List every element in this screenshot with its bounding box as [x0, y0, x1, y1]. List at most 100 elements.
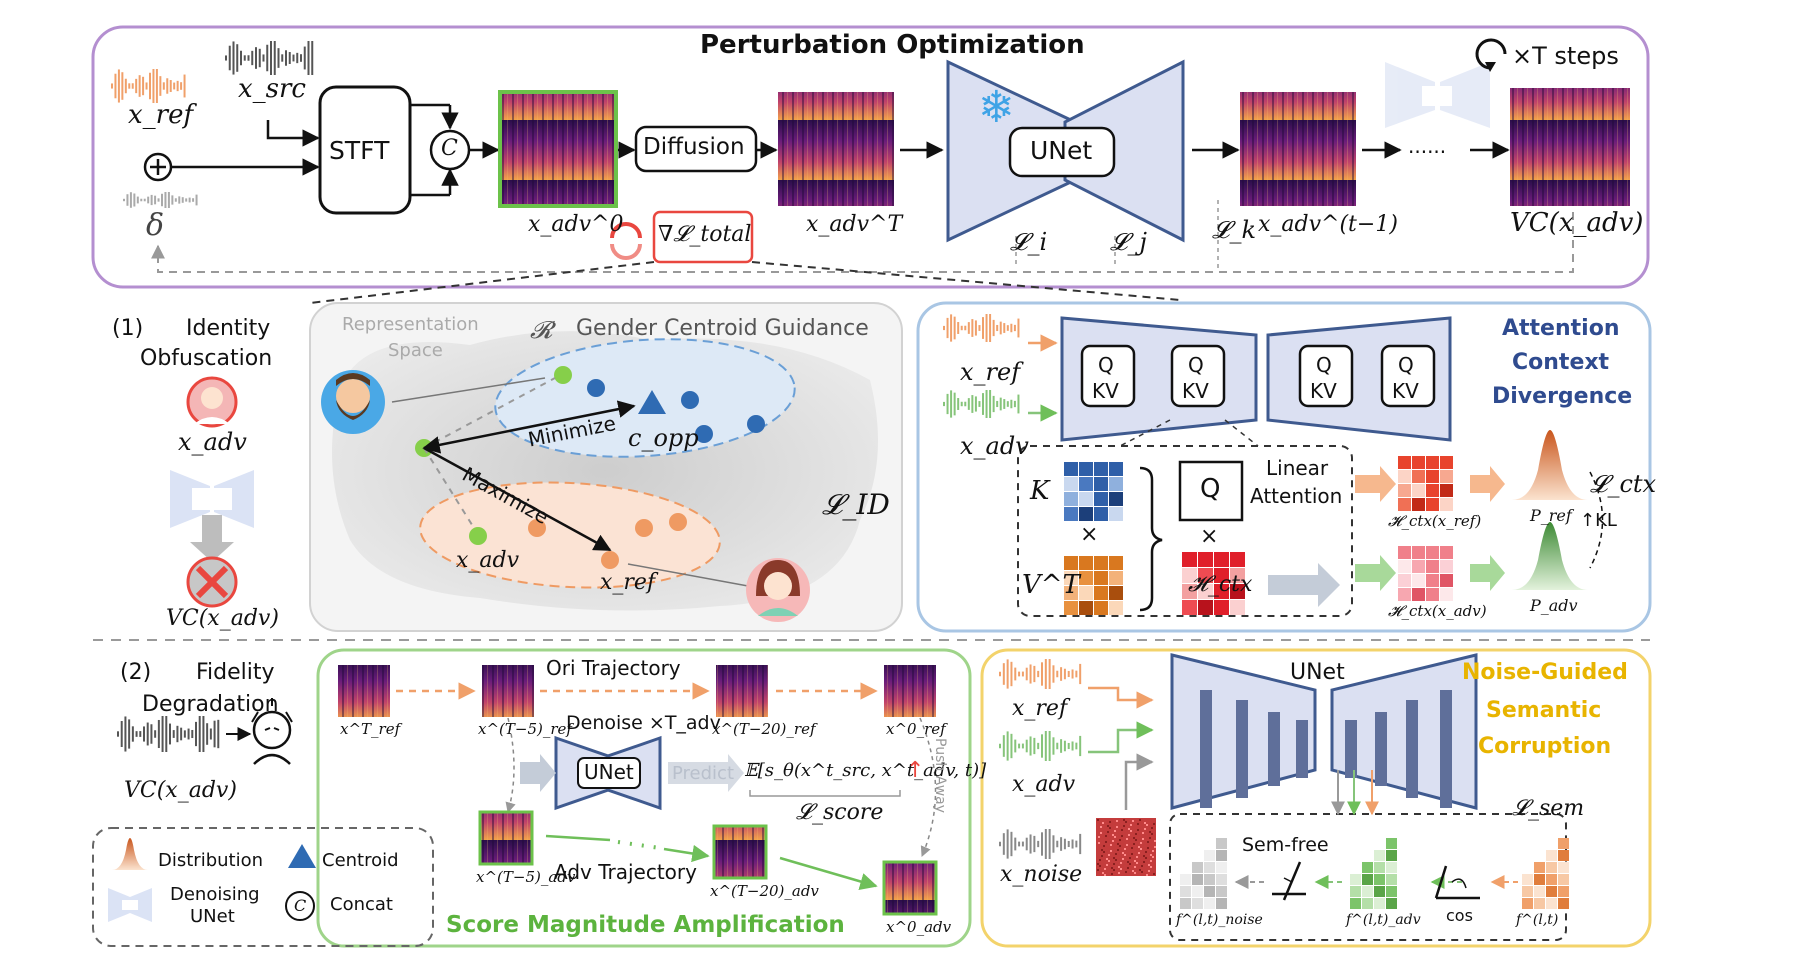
spectrogram-x-adv-T [778, 92, 894, 206]
matrix-cell [1398, 546, 1411, 559]
noise-speck [1143, 855, 1145, 857]
noise-speck [1102, 822, 1104, 824]
feature-cell [1216, 886, 1227, 897]
noise-speck [1110, 844, 1112, 846]
title-noise-3: Corruption [1478, 734, 1612, 759]
label-xref-T5: x^(T−5)_ref [478, 720, 572, 738]
matrix-cell [1412, 546, 1425, 559]
label-fidelity: Fidelity [196, 660, 275, 685]
noise-speck [1140, 842, 1142, 844]
waveform-ref-att-icon [943, 314, 1020, 342]
spec-xadv-T5 [478, 810, 534, 866]
feature-cell [1204, 886, 1215, 897]
noise-speck [1148, 864, 1150, 866]
matrix-cell [1109, 507, 1123, 521]
feature-cell [1558, 838, 1569, 849]
noise-speck [1134, 872, 1136, 874]
noise-speck [1099, 865, 1101, 867]
label-x-adv-t1: x_adv^(t−1) [1258, 212, 1398, 237]
matrix-cell [1109, 556, 1123, 570]
feature-cell [1558, 862, 1569, 873]
matrix-cell [1182, 552, 1197, 567]
noise-speck [1116, 820, 1118, 822]
label-xref-T: x^T_ref [340, 720, 401, 738]
noise-speck [1130, 830, 1132, 832]
noise-speck [1117, 843, 1119, 845]
feature-cell [1362, 862, 1373, 873]
noise-speck [1151, 827, 1153, 829]
label-Q-box: Q [1200, 474, 1221, 504]
arrow-gray-to-unet [520, 754, 556, 792]
label-xadv-T5: x^(T−5)_adv [476, 868, 576, 886]
title-noise-1: Noise-Guided [1462, 660, 1628, 685]
feature-cell [1204, 874, 1215, 885]
orange-point [635, 519, 653, 537]
label-x-adv-id: x_adv [178, 428, 247, 456]
noise-speck [1105, 841, 1107, 843]
matrix-cell [1064, 492, 1078, 506]
matrix-cell [1412, 588, 1425, 601]
blue-point [747, 415, 765, 433]
label-h-adv: 𝓗_ctx(x_adv) [1388, 602, 1487, 620]
label-sem-free: Sem-free [1242, 834, 1329, 856]
label-diffusion: Diffusion [643, 134, 745, 160]
matrix-cell [1094, 462, 1108, 476]
label-vc-adv-top: VC(x_adv) [1510, 208, 1644, 238]
matrix-cell [1064, 601, 1078, 615]
unet-layer-bar [1345, 720, 1357, 778]
matrix-cell [1440, 456, 1453, 469]
label-linear-1: Linear [1266, 456, 1329, 480]
label-cos: cos [1446, 906, 1473, 925]
label-xref-0: x^0_ref [886, 720, 946, 738]
title-perturbation: Perturbation Optimization [700, 30, 1085, 60]
arrow-gray-predict [668, 754, 744, 792]
noise-speck [1126, 844, 1128, 846]
noise-speck [1114, 836, 1116, 838]
matrix-cell [1198, 600, 1213, 615]
feature-cell [1350, 874, 1361, 885]
label-x-adv-0: x_adv^0 [528, 212, 624, 237]
male-avatar-icon [321, 370, 385, 434]
matrix-cell [1426, 470, 1439, 483]
matrix-cell [1094, 556, 1108, 570]
dashed-path-2 [423, 447, 475, 529]
feature-cell [1386, 850, 1397, 861]
orange-point [669, 513, 687, 531]
label-unet-top: UNet [1030, 136, 1093, 165]
stft-box [318, 85, 412, 215]
noise-speck [1146, 824, 1148, 826]
unet-layer-bar [1200, 690, 1212, 808]
label-K: K [1030, 476, 1050, 506]
arrow-noise-to-unet-n [1124, 753, 1154, 810]
noise-speck [1106, 864, 1108, 866]
label-linear-2: Attention [1250, 484, 1343, 508]
noise-speck [1122, 852, 1124, 854]
noise-speck [1119, 845, 1121, 847]
qkv-block [1298, 344, 1354, 408]
unet-layer-bar [1440, 690, 1452, 808]
arrow-adv-to-unet-n [1088, 721, 1154, 754]
noise-speck [1098, 842, 1100, 844]
noise-speck [1124, 854, 1126, 856]
noise-speck [1121, 829, 1123, 831]
matrix-cell [1426, 456, 1439, 469]
matrix-cell [1440, 470, 1453, 483]
feature-cell [1534, 886, 1545, 897]
noise-speck [1112, 834, 1114, 836]
label-x-noise: x_noise [1000, 862, 1083, 887]
green-point-bottom [469, 527, 487, 545]
feature-cell [1362, 898, 1373, 909]
zoom-line-left [309, 261, 655, 304]
panel-perturbation-optimization [91, 25, 1650, 289]
waveform-delta-icon [123, 192, 198, 208]
matrix-cell [1064, 462, 1078, 476]
label-x-adv-att: x_adv [960, 432, 1029, 460]
noise-speck [1121, 835, 1123, 837]
feature-noise-stack [1180, 838, 1227, 909]
arrow-down-head [190, 542, 234, 562]
feature-cell [1192, 874, 1203, 885]
matrix-cell [1426, 574, 1439, 587]
spectrogram-x-adv-t1 [1240, 92, 1356, 206]
label-section-2-num: (2) [120, 660, 152, 685]
